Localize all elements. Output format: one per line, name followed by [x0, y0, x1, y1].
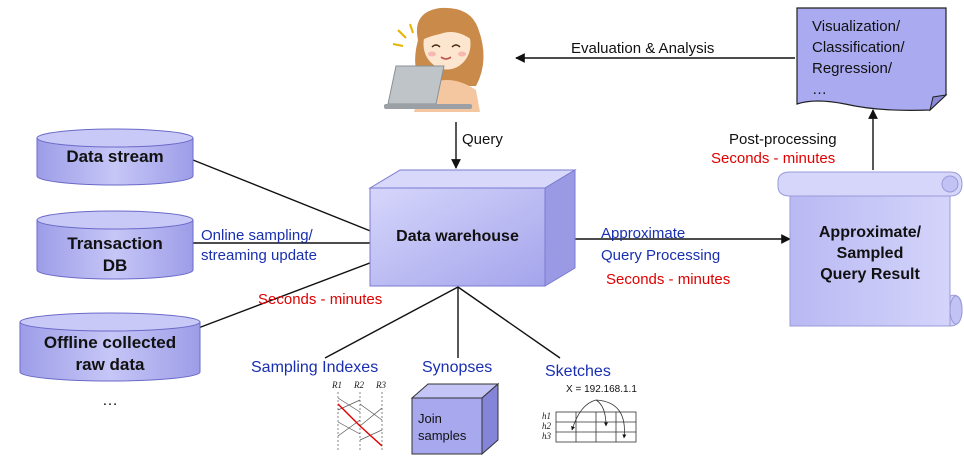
join-samples-label: Join samples: [418, 411, 467, 443]
sampling-index-graph: [337, 392, 383, 452]
sampling-time-label: Seconds - minutes: [258, 291, 383, 308]
join-samples-box: [410, 382, 500, 456]
warehouse-label: Data warehouse: [396, 228, 519, 245]
sketch-grid: [555, 399, 637, 443]
source-label-transaction-db: Transaction DB: [67, 234, 163, 275]
sampling-col-r2: R2: [354, 380, 364, 390]
processing-time-label: Seconds - minutes: [606, 271, 731, 288]
output-line: Visualization/: [812, 18, 901, 35]
source-label-offline-data: Offline collected raw data: [43, 333, 177, 374]
query-label: Query: [462, 131, 503, 148]
output-line: Classification/: [812, 39, 905, 56]
output-document-shape: [796, 7, 948, 112]
edge-data-stream: [192, 159, 384, 237]
sources-ellipsis: …: [102, 392, 118, 409]
result-scroll-shape: [777, 171, 963, 327]
approx-processing-label: Approximate Query Processing: [601, 225, 721, 264]
edge-offline-data: [192, 257, 384, 331]
sketch-row-h3: h3: [542, 431, 551, 441]
source-label-data-stream: Data stream: [66, 147, 164, 166]
sampling-indexes-label: Sampling Indexes: [251, 359, 379, 376]
sketch-formula: X = 192.168.1.1: [566, 384, 637, 395]
edge-sampling-indexes: [324, 286, 459, 359]
output-document-text: Visualization/ Classification/ Regressio…: [812, 16, 905, 100]
edge-sketches: [457, 286, 561, 359]
user-laptop-icon: [384, 7, 484, 112]
sketch-row-h1: h1: [542, 411, 551, 421]
result-scroll-label: Approximate/ Sampled Query Result: [818, 224, 922, 283]
source-cylinder-data-stream: [36, 128, 194, 186]
data-warehouse-box: [368, 169, 577, 287]
output-line: …: [812, 81, 827, 98]
source-cylinder-offline-data: [19, 312, 201, 382]
sampling-col-r1: R1: [332, 380, 342, 390]
sampling-col-r3: R3: [376, 380, 386, 390]
post-time-label: Seconds - minutes: [711, 150, 836, 167]
output-line: Regression/: [812, 60, 893, 77]
evaluation-label: Evaluation & Analysis: [571, 40, 715, 57]
post-processing-label: Post-processing: [729, 131, 837, 148]
synopses-label: Synopses: [422, 359, 493, 376]
sketch-row-h2: h2: [542, 421, 551, 431]
source-cylinder-transaction-db: [36, 210, 194, 280]
sketches-label: Sketches: [545, 363, 611, 380]
online-sampling-label: Online sampling/ streaming update: [201, 227, 317, 264]
